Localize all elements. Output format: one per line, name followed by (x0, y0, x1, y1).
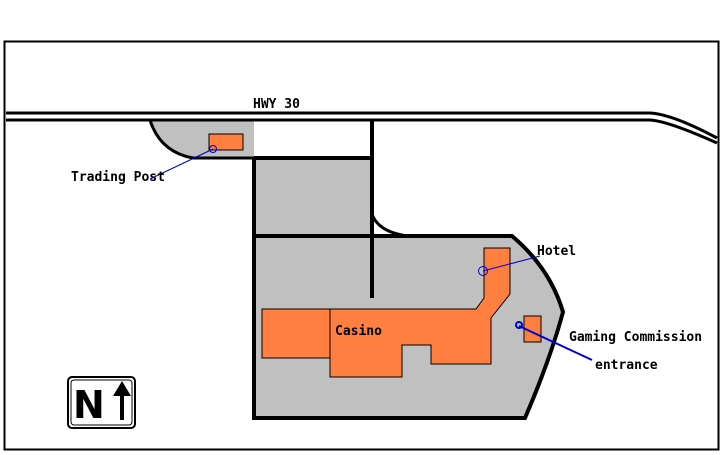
trading-post-marker (209, 145, 217, 153)
entrance-marker (515, 321, 523, 329)
north-arrow-icon (113, 381, 131, 420)
trading-post-lot-edge (148, 119, 254, 160)
access-road-curve (370, 213, 409, 238)
access-road-lot (254, 158, 372, 236)
trading-post-building (208, 133, 244, 151)
gaming-commission-label: Gaming Commission (569, 330, 702, 345)
highway-line-south (6, 118, 718, 145)
entrance-label: entrance (595, 358, 658, 373)
casino-label: Casino (335, 324, 382, 339)
highway-label: HWY 30 (253, 97, 300, 112)
highway-line-north (6, 111, 718, 140)
hotel-marker (478, 266, 488, 276)
north-arrow-inner-frame (70, 379, 133, 426)
hotel-leader-line (482, 255, 541, 272)
north-letter: N (73, 383, 105, 427)
entrance-leader-line (518, 325, 593, 361)
casino-building (261, 247, 511, 378)
hotel-label: Hotel (537, 244, 576, 259)
trading-post-leader-line (149, 148, 214, 180)
trading-post-label: Trading Post (71, 170, 165, 185)
north-arrow: N (67, 376, 136, 429)
